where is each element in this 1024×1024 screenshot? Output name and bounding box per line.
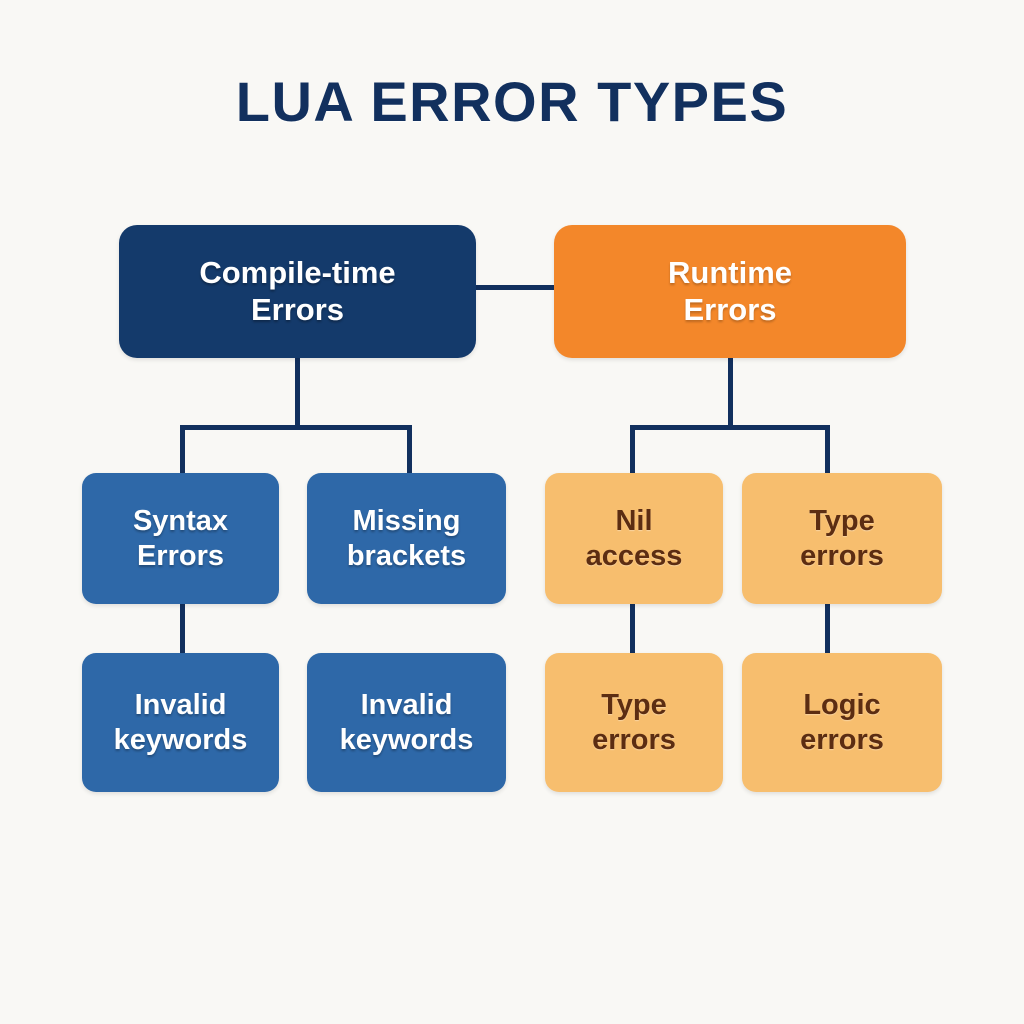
connector-type-to-logic — [825, 603, 830, 653]
connector-runtime-drop — [728, 358, 733, 428]
connector-compile-to-syntax — [180, 425, 185, 475]
node-type-errors[interactable]: Type errors — [742, 473, 942, 604]
node-nil-access[interactable]: Nil access — [545, 473, 723, 604]
connector-syntax-to-invalid — [180, 603, 185, 653]
connector-compile-drop — [295, 358, 300, 428]
connector-compile-bus — [180, 425, 412, 430]
connector-nil-to-type — [630, 603, 635, 653]
node-logic-errors[interactable]: Logic errors — [742, 653, 942, 792]
page-title: LUA ERROR TYPES — [235, 70, 789, 133]
connector-compile-to-missing — [407, 425, 412, 475]
connector-runtime-to-nil — [630, 425, 635, 475]
node-type-errors-bottom[interactable]: Type errors — [545, 653, 723, 792]
connector-root-to-root — [476, 285, 554, 290]
connector-runtime-to-type — [825, 425, 830, 475]
node-runtime-errors[interactable]: Runtime Errors — [554, 225, 906, 358]
node-missing-brackets[interactable]: Missing brackets — [307, 473, 506, 604]
node-invalid-keywords-left[interactable]: Invalid keywords — [82, 653, 279, 792]
node-compile-time-errors[interactable]: Compile-time Errors — [119, 225, 476, 358]
node-syntax-errors[interactable]: Syntax Errors — [82, 473, 279, 604]
connector-runtime-bus — [630, 425, 830, 430]
node-invalid-keywords-right[interactable]: Invalid keywords — [307, 653, 506, 792]
